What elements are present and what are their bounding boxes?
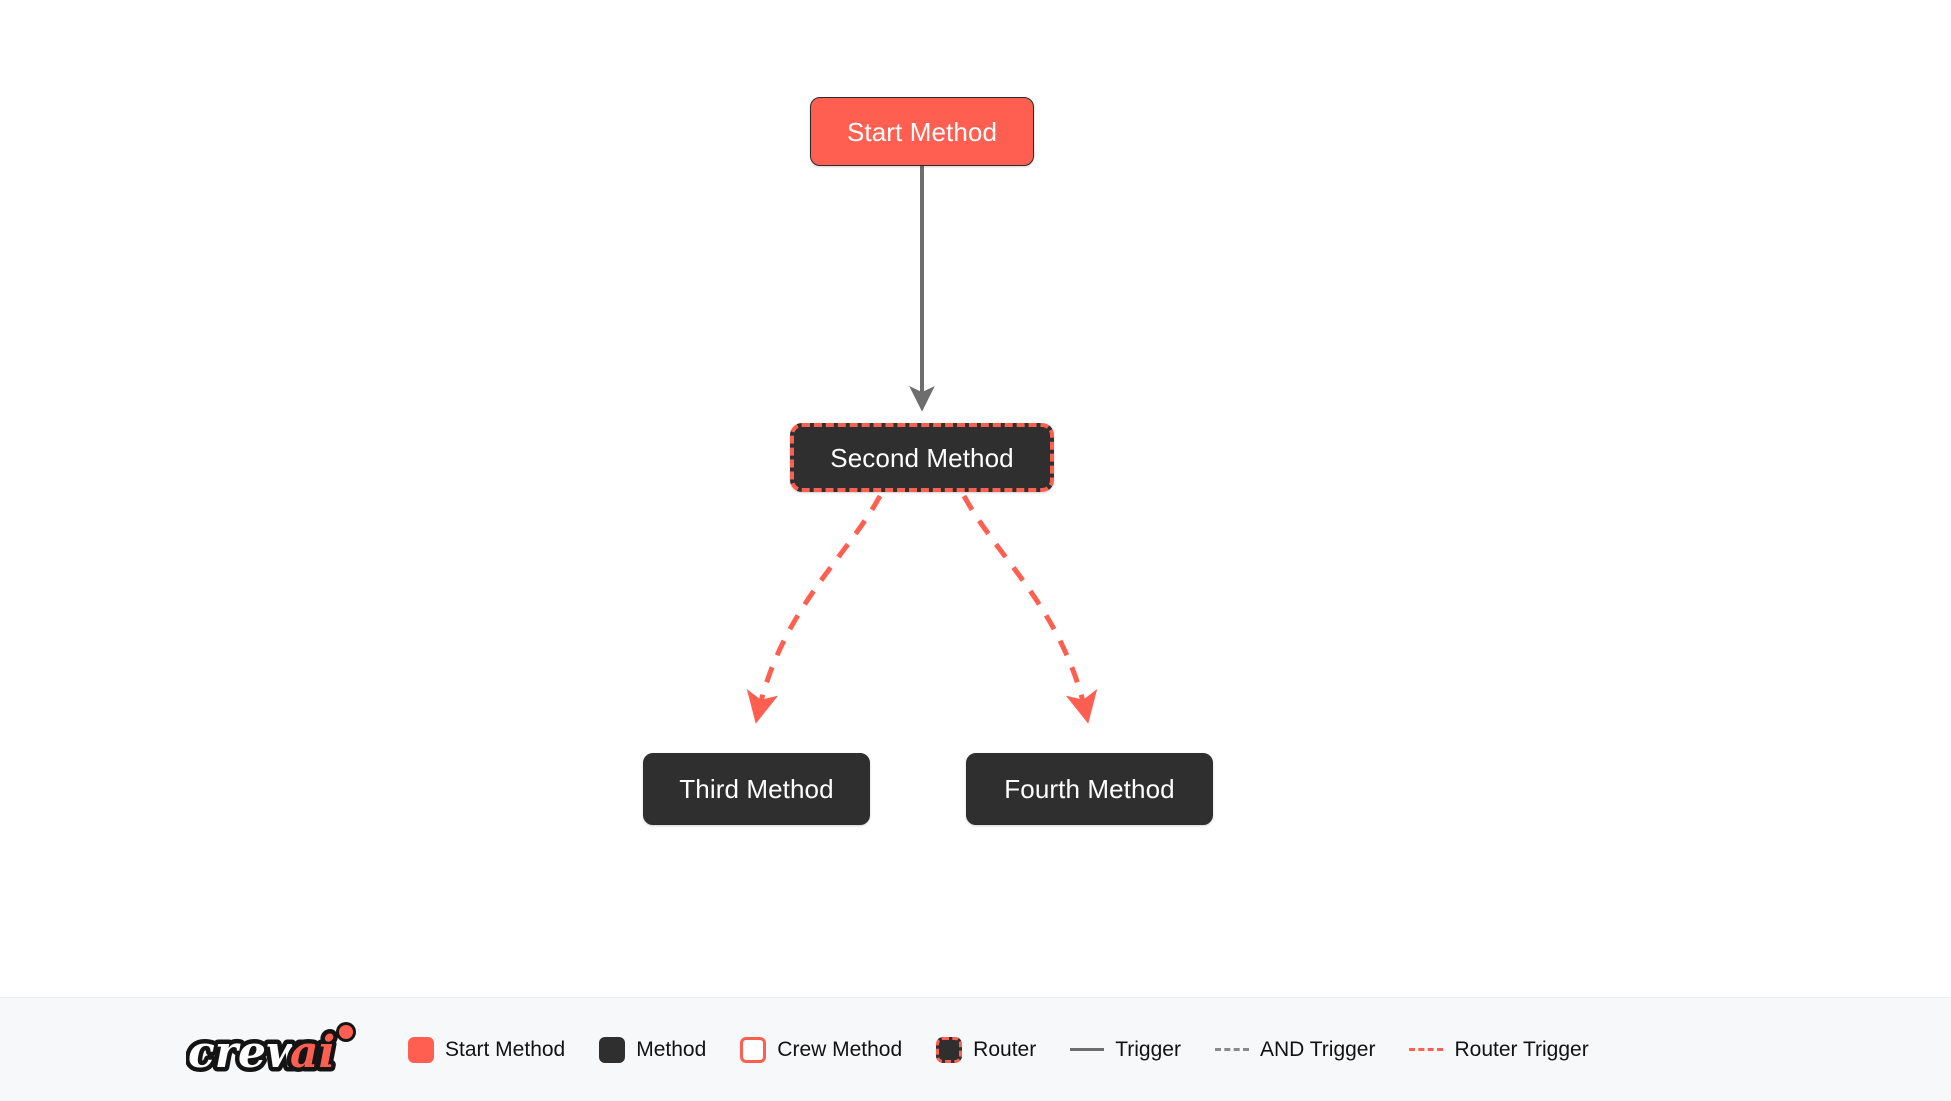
edge-layer (746, 166, 1098, 724)
flow-canvas[interactable]: Start Method Second Method Third Method … (0, 0, 1951, 997)
flow-node-third-method[interactable]: Third Method (643, 753, 870, 825)
crewai-logo: crew crew ai ai (186, 1021, 356, 1080)
method-swatch-icon (599, 1036, 626, 1063)
edge-second-to-third (746, 494, 883, 724)
logo-dot (339, 1024, 353, 1039)
flow-node-second-method[interactable]: Second Method (790, 423, 1054, 492)
legend-items: Start Method Method Crew Method Router T… (408, 1036, 1589, 1063)
legend-label: AND Trigger (1259, 1038, 1376, 1061)
legend-item-crew-method: Crew Method (740, 1036, 903, 1063)
flow-node-label: Second Method (830, 442, 1014, 473)
flow-node-start-method[interactable]: Start Method (810, 97, 1034, 166)
legend-label: Router (973, 1038, 1037, 1061)
flow-node-label: Fourth Method (1004, 774, 1175, 804)
logo-text-outline: crew (188, 1027, 306, 1078)
logo-text-crew: crew (188, 1027, 306, 1078)
flow-node-label: Start Method (846, 116, 998, 147)
legend-item-and-trigger: AND Trigger (1214, 1038, 1376, 1061)
edge-second-to-fourth (961, 494, 1098, 724)
start-method-swatch-icon (408, 1036, 434, 1063)
flow-node-fourth-method[interactable]: Fourth Method (966, 753, 1213, 825)
legend-label: Trigger (1115, 1038, 1181, 1061)
legend-label: Crew Method (777, 1038, 903, 1061)
legend-label: Router Trigger (1454, 1038, 1589, 1061)
and-trigger-line-icon (1214, 1048, 1249, 1051)
router-trigger-line-icon (1409, 1048, 1444, 1051)
router-swatch-icon (936, 1036, 963, 1063)
legend-item-trigger: Trigger (1070, 1039, 1181, 1060)
crew-method-swatch-icon (740, 1036, 767, 1063)
logo-text-ai-outline: ai (290, 1027, 335, 1078)
legend-item-start-method: Start Method (408, 1036, 566, 1063)
flow-node-label: Third Method (679, 774, 834, 804)
legend-item-method: Method (599, 1036, 707, 1063)
legend-item-router: Router (936, 1036, 1037, 1063)
legend-label: Start Method (445, 1038, 566, 1061)
legend-bar: crew crew ai ai Start Method Method Crew… (0, 997, 1951, 1101)
legend-label: Method (636, 1038, 707, 1061)
legend-item-router-trigger: Router Trigger (1409, 1038, 1589, 1061)
trigger-line-icon (1070, 1048, 1105, 1051)
logo-text-ai: ai (290, 1027, 335, 1078)
